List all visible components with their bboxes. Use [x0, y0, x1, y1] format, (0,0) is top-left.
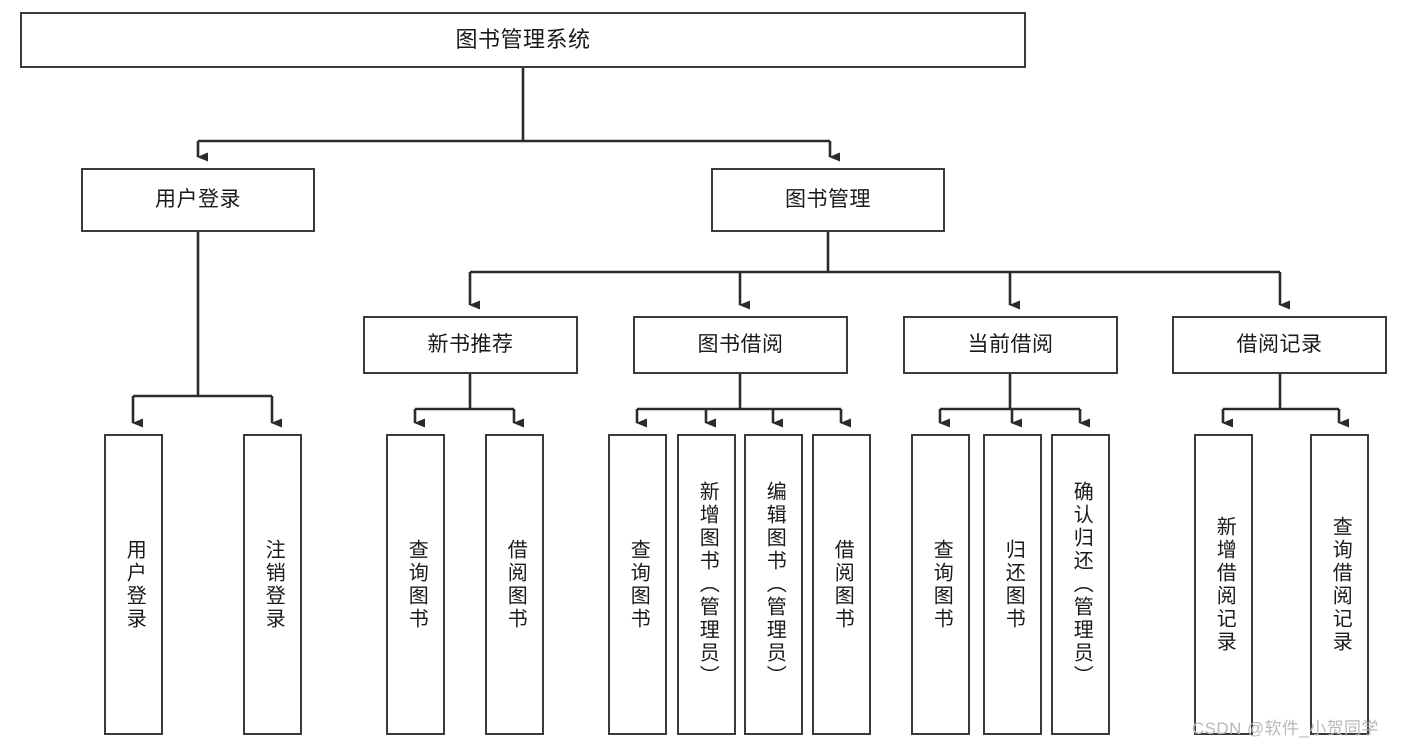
node-leaf-borrow-book-1[interactable]: 借阅图书	[485, 434, 544, 735]
node-leaf-query-book-1[interactable]: 查询图书	[386, 434, 445, 735]
node-user-login-label: 用户登录	[155, 187, 241, 211]
connectors-borrowrecord-to-leaves	[1221, 374, 1349, 428]
node-user-login[interactable]: 用户登录	[81, 168, 315, 232]
node-book-manage[interactable]: 图书管理	[711, 168, 945, 232]
node-borrow-record[interactable]: 借阅记录	[1172, 316, 1387, 374]
node-new-book-recommend-label: 新书推荐	[427, 332, 514, 356]
node-leaf-borrow-book-2-label: 借阅图书	[831, 538, 854, 631]
node-current-borrow-label: 当前借阅	[967, 332, 1054, 356]
node-leaf-user-logout-label: 注销登录	[262, 538, 285, 631]
node-leaf-add-record-label: 新增借阅记录	[1213, 515, 1236, 654]
node-leaf-edit-book[interactable]: 编辑图书（管理员）	[744, 434, 803, 735]
node-leaf-add-book[interactable]: 新增图书（管理员）	[677, 434, 736, 735]
node-leaf-user-login[interactable]: 用户登录	[104, 434, 163, 735]
node-leaf-query-record-label: 查询借阅记录	[1329, 515, 1352, 654]
connectors-bookborrow-to-leaves	[635, 374, 851, 428]
node-leaf-query-book-1-label: 查询图书	[405, 538, 428, 631]
node-borrow-record-label: 借阅记录	[1236, 332, 1323, 356]
connectors-newbook-to-leaves	[413, 374, 524, 428]
node-leaf-query-book-2-label: 查询图书	[627, 538, 650, 631]
node-leaf-user-login-label: 用户登录	[123, 538, 146, 631]
node-leaf-add-record[interactable]: 新增借阅记录	[1194, 434, 1253, 735]
node-leaf-confirm-return-label: 确认归还（管理员）	[1070, 481, 1093, 688]
connectors-root-to-level2	[196, 68, 840, 162]
node-book-borrow-label: 图书借阅	[697, 332, 784, 356]
node-current-borrow[interactable]: 当前借阅	[903, 316, 1118, 374]
node-leaf-query-book-3-label: 查询图书	[930, 538, 953, 631]
node-root[interactable]: 图书管理系统	[20, 12, 1026, 68]
node-leaf-add-book-label: 新增图书（管理员）	[696, 481, 719, 688]
node-leaf-user-logout[interactable]: 注销登录	[243, 434, 302, 735]
node-leaf-borrow-book-2[interactable]: 借阅图书	[812, 434, 871, 735]
node-leaf-confirm-return[interactable]: 确认归还（管理员）	[1051, 434, 1110, 735]
node-book-borrow[interactable]: 图书借阅	[633, 316, 848, 374]
connectors-bookmanage-to-level3	[468, 232, 1290, 310]
node-leaf-return-book[interactable]: 归还图书	[983, 434, 1042, 735]
node-leaf-query-record[interactable]: 查询借阅记录	[1310, 434, 1369, 735]
node-leaf-return-book-label: 归还图书	[1002, 538, 1025, 631]
node-book-manage-label: 图书管理	[785, 187, 871, 211]
connectors-userlogin-to-leaves	[131, 232, 282, 428]
node-leaf-edit-book-label: 编辑图书（管理员）	[763, 481, 786, 688]
node-leaf-borrow-book-1-label: 借阅图书	[504, 538, 527, 631]
connectors-currentborrow-to-leaves	[938, 374, 1090, 428]
node-leaf-query-book-3[interactable]: 查询图书	[911, 434, 970, 735]
node-root-label: 图书管理系统	[455, 27, 591, 53]
node-new-book-recommend[interactable]: 新书推荐	[363, 316, 578, 374]
node-leaf-query-book-2[interactable]: 查询图书	[608, 434, 667, 735]
